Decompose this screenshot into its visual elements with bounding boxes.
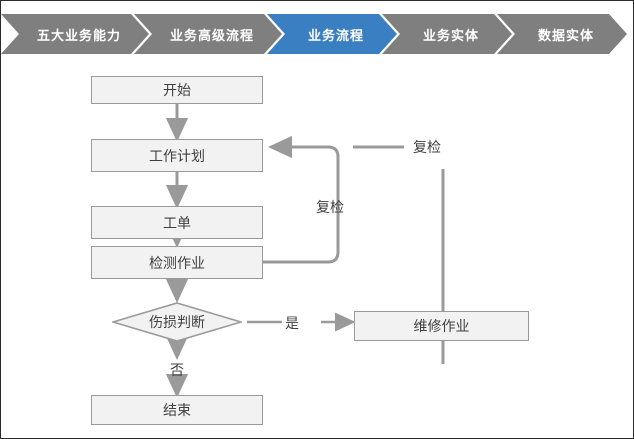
node-repair[interactable]: 维修作业 [354, 311, 529, 341]
node-work-plan[interactable]: 工作计划 [91, 139, 263, 172]
edge-label-recheck-outer: 复检 [413, 139, 441, 155]
breadcrumb-item-1[interactable]: 五大业务能力 [1, 14, 149, 54]
breadcrumb-item-4-label: 业务实体 [422, 27, 479, 43]
node-start-label: 开始 [163, 82, 191, 98]
breadcrumb-item-3-active[interactable]: 业务流程 [267, 14, 397, 54]
node-repair-label: 维修作业 [413, 318, 470, 334]
edge-label-recheck-inner: 复检 [316, 199, 344, 215]
edge-label-no: 否 [170, 362, 184, 378]
edge-recheck-inner-loop [263, 135, 340, 264]
node-decision-label: 伤损判断 [149, 314, 205, 330]
node-decision[interactable]: 伤损判断 [112, 302, 242, 342]
breadcrumb-item-5[interactable]: 数据实体 [497, 14, 627, 54]
breadcrumb-item-1-label: 五大业务能力 [36, 27, 121, 43]
breadcrumb: 五大业务能力 业务高级流程 业务流程 业务实体 数据实体 [1, 14, 634, 54]
node-work-order[interactable]: 工单 [91, 206, 263, 239]
breadcrumb-item-5-label: 数据实体 [537, 27, 594, 43]
node-end-label: 结束 [163, 402, 191, 418]
node-work-plan-label: 工作计划 [149, 147, 205, 164]
flowchart: 开始 工作计划 工单 检测作业 伤损判断 维修作业 结束 是 否 复检 复检 [1, 54, 633, 438]
node-start[interactable]: 开始 [91, 76, 263, 104]
node-inspection[interactable]: 检测作业 [91, 246, 263, 279]
breadcrumb-item-4[interactable]: 业务实体 [382, 14, 512, 54]
breadcrumb-item-2-label: 业务高级流程 [169, 27, 254, 43]
edge-label-yes: 是 [285, 315, 299, 331]
breadcrumb-item-3-label: 业务流程 [307, 27, 364, 43]
node-end[interactable]: 结束 [91, 395, 263, 425]
diamond-shape [112, 302, 242, 342]
node-work-order-label: 工单 [163, 214, 191, 231]
breadcrumb-item-2[interactable]: 业务高级流程 [134, 14, 282, 54]
node-inspection-label: 检测作业 [149, 254, 205, 271]
